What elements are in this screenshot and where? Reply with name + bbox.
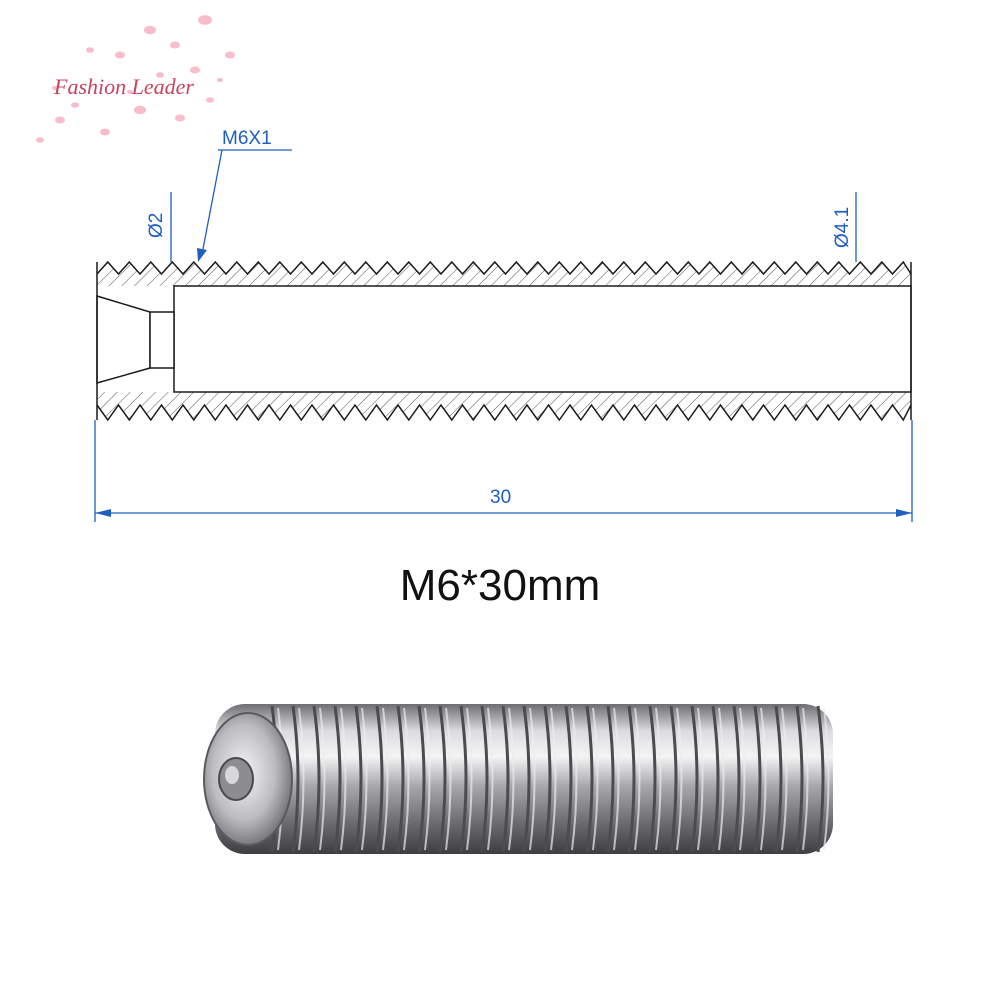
thread-ridge	[606, 705, 615, 853]
thread-highlight	[802, 707, 809, 851]
thread-highlight	[340, 707, 347, 851]
petal	[100, 128, 110, 136]
petal	[190, 66, 200, 74]
thread-highlight	[655, 707, 662, 851]
thread-ridge	[732, 705, 741, 853]
petal	[170, 41, 180, 49]
tube-body	[215, 704, 833, 854]
thread-highlight	[550, 707, 557, 851]
petal	[55, 116, 65, 124]
petal	[52, 85, 58, 91]
thread-ridge	[522, 705, 531, 853]
brand-watermark: Fashion Leader	[36, 15, 235, 143]
petal	[134, 105, 146, 115]
thread-highlight	[571, 707, 578, 851]
petal	[198, 15, 212, 25]
thread-highlight	[739, 707, 746, 851]
thread-profile-top	[96, 260, 912, 276]
petal-decoration	[36, 15, 235, 143]
thread-ridge	[375, 705, 384, 853]
thread-highlight	[403, 707, 410, 851]
thread-highlight	[445, 707, 452, 851]
length-arrow-right	[896, 509, 912, 517]
thread-highlight	[613, 707, 620, 851]
thread-ridge	[438, 705, 447, 853]
bore-main	[173, 285, 912, 393]
thread-highlight	[823, 707, 830, 851]
petal	[115, 51, 125, 59]
petal	[127, 89, 133, 95]
thread-highlight	[298, 707, 305, 851]
thread-ridge	[291, 705, 300, 853]
petal	[71, 102, 79, 108]
thread-leader-arrow	[197, 248, 207, 262]
thread-ridges	[270, 705, 830, 853]
thread-highlight	[466, 707, 473, 851]
thread-highlight	[508, 707, 515, 851]
technical-drawing: M6X1 Ø2 Ø4.1 30	[94, 128, 913, 522]
thread-ridge	[627, 705, 636, 853]
thread-highlight	[676, 707, 683, 851]
thread-highlight	[697, 707, 704, 851]
thread-ridge	[669, 705, 678, 853]
thread-ridge	[312, 705, 321, 853]
petal	[175, 114, 185, 122]
thread-highlight	[487, 707, 494, 851]
petal	[206, 97, 214, 103]
thread-ridge	[396, 705, 405, 853]
thread-ridge	[753, 705, 762, 853]
thread-highlight	[760, 707, 767, 851]
thread-ridge	[690, 705, 699, 853]
thread-ridge	[585, 705, 594, 853]
inlet-cone	[96, 294, 151, 384]
socket-highlight	[225, 766, 239, 784]
thread-highlight	[781, 707, 788, 851]
thread-ridge	[354, 705, 363, 853]
petal	[86, 47, 94, 53]
length-label: 30	[490, 487, 511, 508]
thread-ridge	[480, 705, 489, 853]
thread-ridge	[333, 705, 342, 853]
thread-highlight	[319, 707, 326, 851]
thread-highlight	[382, 707, 389, 851]
thread-highlight	[424, 707, 431, 851]
inner-diameter-left-label: Ø2	[146, 213, 167, 238]
thread-ridge	[816, 705, 825, 853]
thread-highlight	[529, 707, 536, 851]
thread-profile-bottom	[96, 403, 912, 422]
petal	[217, 77, 223, 83]
thread-ridge	[648, 705, 657, 853]
wall-top-hatch	[97, 262, 911, 286]
size-caption: M6*30mm	[400, 561, 601, 610]
thread-highlight	[718, 707, 725, 851]
petal	[36, 137, 44, 143]
dimension-annotations	[94, 149, 913, 522]
thread-leader-line	[201, 149, 223, 255]
thread-ridge	[795, 705, 804, 853]
thread-ridge	[564, 705, 573, 853]
product-photo	[203, 704, 833, 854]
thread-highlight	[592, 707, 599, 851]
thread-ridge	[774, 705, 783, 853]
bore-small	[149, 311, 175, 369]
length-arrow-left	[95, 509, 111, 517]
thread-ridge	[711, 705, 720, 853]
thread-highlight	[634, 707, 641, 851]
thread-ridge	[459, 705, 468, 853]
thread-ridge	[501, 705, 510, 853]
petal	[144, 25, 156, 35]
thread-ridge	[417, 705, 426, 853]
petal	[156, 72, 164, 78]
brand-text: Fashion Leader	[53, 74, 194, 99]
thread-ridge	[543, 705, 552, 853]
inner-diameter-right-label: Ø4.1	[832, 207, 853, 248]
thread-highlight	[361, 707, 368, 851]
petal	[225, 51, 235, 59]
thread-label: M6X1	[222, 128, 272, 149]
